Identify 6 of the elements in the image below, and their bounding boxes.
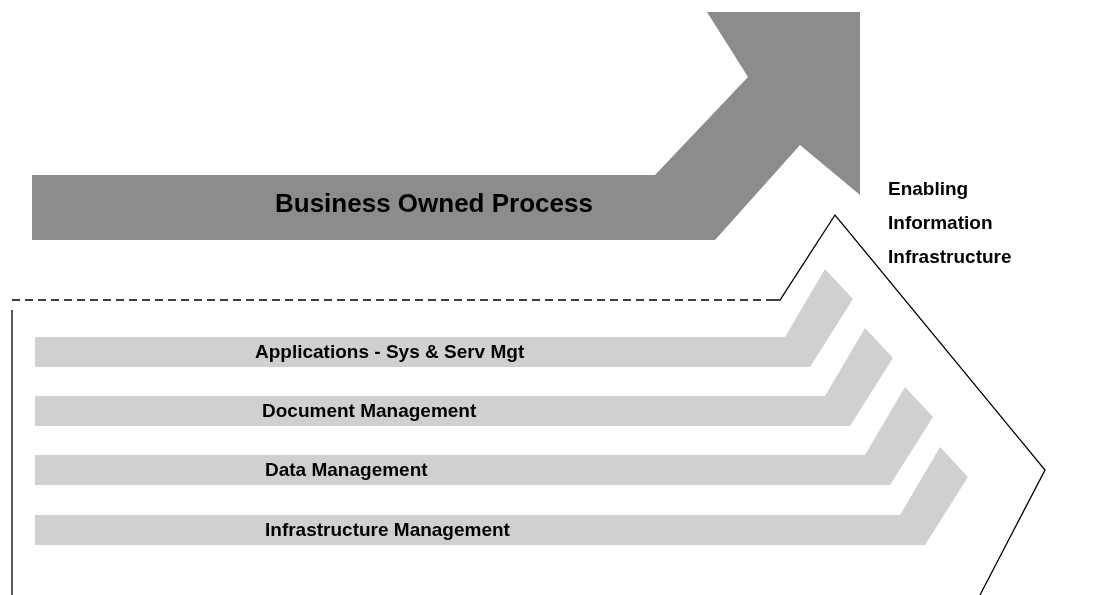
band-label: Data Management	[265, 459, 428, 481]
band-label: Document Management	[262, 400, 477, 422]
band-label: Applications - Sys & Serv Mgt	[255, 341, 525, 363]
arrow-label: Business Owned Process	[275, 188, 593, 219]
band-label: Infrastructure Management	[265, 519, 510, 541]
outline-heading: Enabling Information Infrastructure	[888, 177, 1013, 269]
